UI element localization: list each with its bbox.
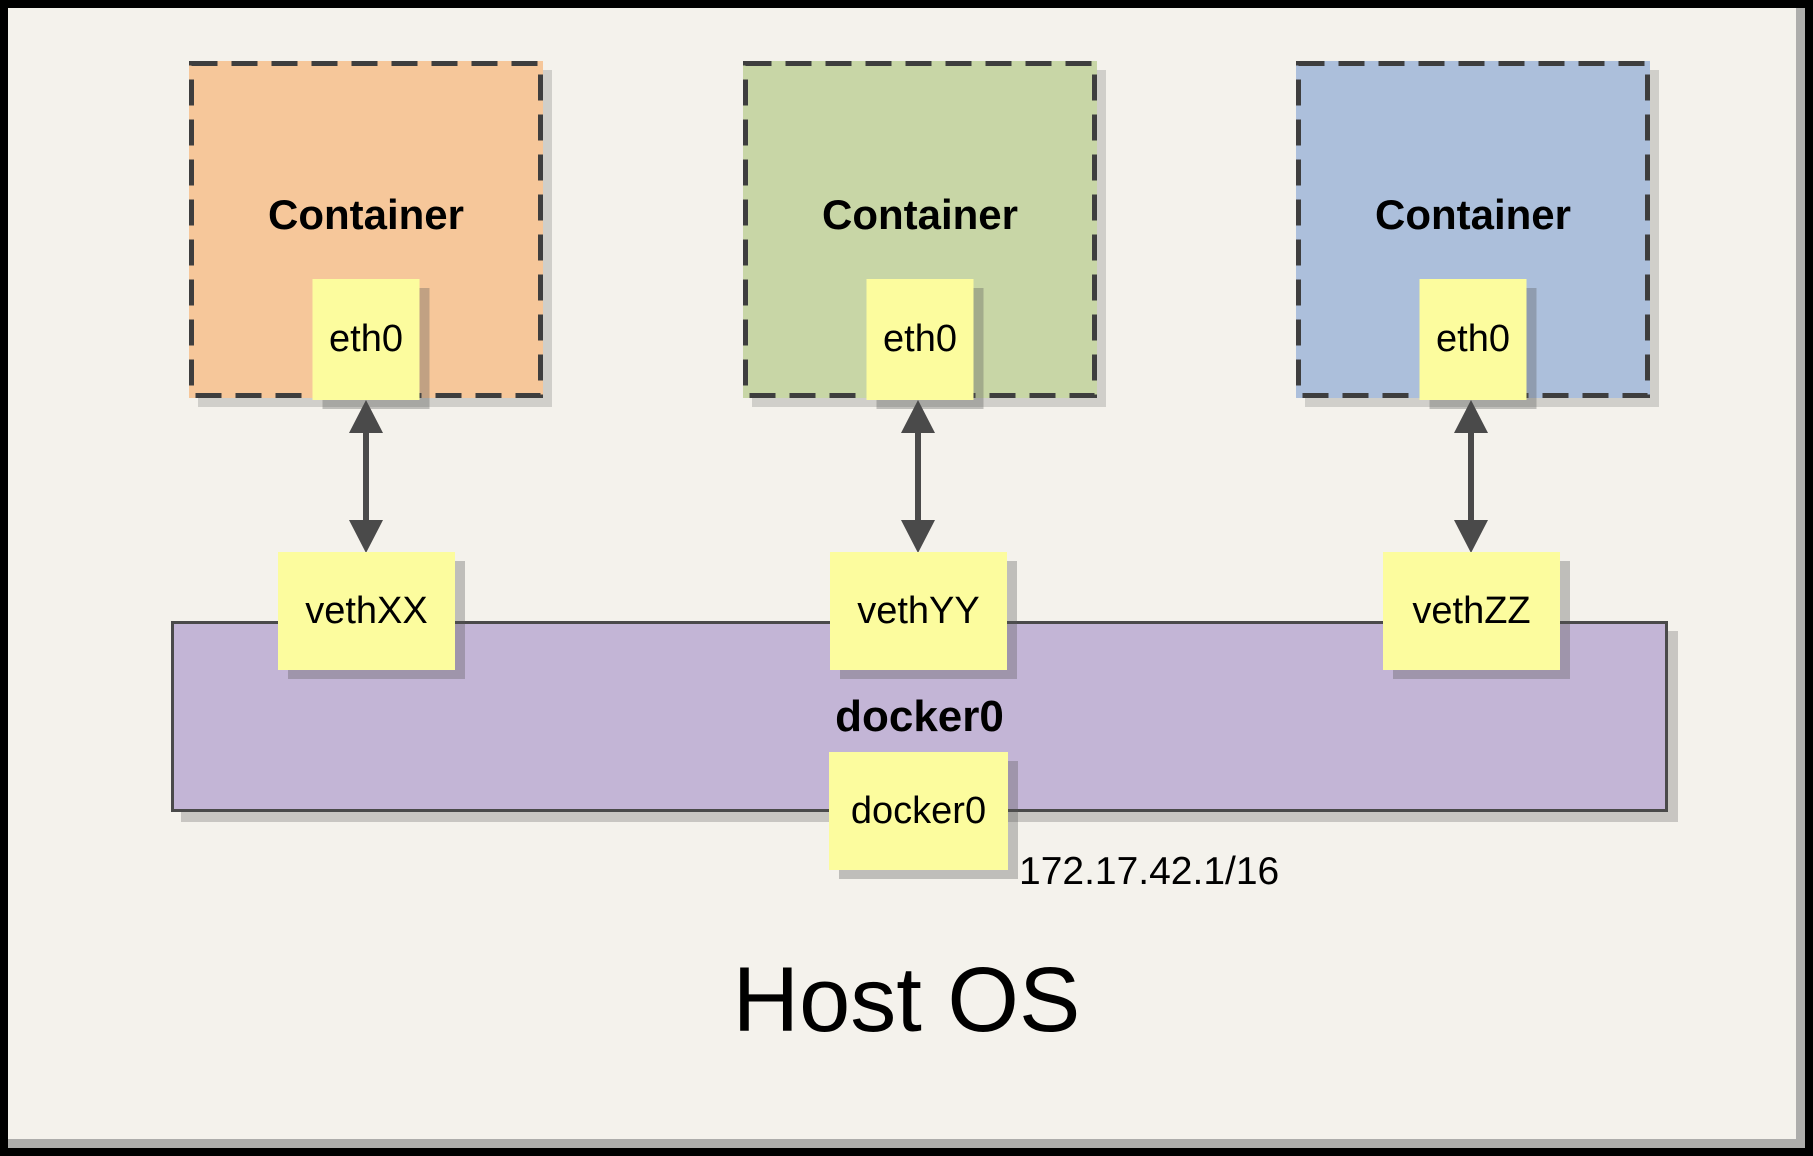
container-box-1: Container eth0 bbox=[189, 61, 543, 400]
eth0-interface-box: eth0 bbox=[1419, 279, 1527, 400]
eth0-interface-box: eth0 bbox=[866, 279, 974, 400]
container-title: Container bbox=[1374, 191, 1571, 238]
double-arrow-connector-icon bbox=[901, 400, 935, 553]
bridge-ip-address: 172.17.42.1/16 bbox=[1019, 850, 1280, 893]
veth-interface-box: vethYY bbox=[830, 552, 1007, 670]
veth-label: vethXX bbox=[305, 589, 428, 632]
container-box-2: Container eth0 bbox=[743, 61, 1097, 400]
veth-interface-box: vethZZ bbox=[1383, 552, 1560, 670]
docker0-interface-box: docker0 bbox=[829, 752, 1008, 870]
eth0-label: eth0 bbox=[1436, 318, 1510, 360]
eth0-interface-box: eth0 bbox=[312, 279, 420, 400]
host-os-label: Host OS bbox=[732, 949, 1081, 1051]
container-box-3: Container eth0 bbox=[1296, 61, 1650, 400]
container-title: Container bbox=[267, 191, 464, 238]
docker0-bridge-label: docker0 bbox=[835, 691, 1004, 741]
veth-label: vethZZ bbox=[1412, 589, 1531, 632]
docker0-interface-label: docker0 bbox=[850, 789, 987, 832]
eth0-label: eth0 bbox=[329, 318, 403, 360]
eth0-label: eth0 bbox=[883, 318, 957, 360]
double-arrow-connector-icon bbox=[349, 400, 383, 553]
container-title: Container bbox=[821, 191, 1018, 238]
veth-interface-box: vethXX bbox=[278, 552, 455, 670]
veth-label: vethYY bbox=[857, 589, 980, 632]
double-arrow-connector-icon bbox=[1454, 400, 1488, 553]
